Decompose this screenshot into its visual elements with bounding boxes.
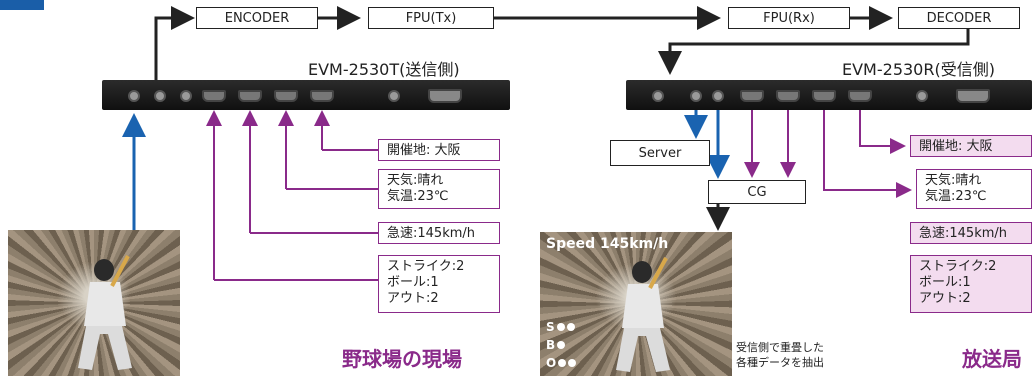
rx-count-box: ストライク:2 ボール:1 アウト:2 bbox=[910, 255, 1032, 313]
tx-serial-port-2 bbox=[238, 90, 262, 102]
rx-speed-box: 急速:145km/h bbox=[910, 222, 1032, 244]
corner-tab bbox=[0, 0, 44, 10]
line-tx-to-encoder bbox=[154, 6, 195, 80]
line-rx-to-weather bbox=[823, 110, 912, 198]
batter-overlay-icon bbox=[616, 257, 670, 372]
server-box: Server bbox=[610, 140, 710, 166]
broadcast-title: 放送局 bbox=[962, 347, 1022, 371]
tx-serial-port-1 bbox=[202, 90, 226, 102]
rx-serial-port-3 bbox=[812, 90, 836, 102]
tx-device-label: EVM-2530T(送信側) bbox=[308, 60, 460, 79]
fpu-tx-box: FPU(Tx) bbox=[368, 7, 494, 29]
rx-device bbox=[626, 80, 1032, 110]
overlay-count: S B O bbox=[546, 318, 577, 372]
tx-sdi-in-port bbox=[128, 90, 140, 102]
rx-serial-port-1 bbox=[740, 90, 764, 102]
tx-power-port bbox=[388, 90, 400, 102]
overlay-strike-label: S bbox=[546, 320, 555, 334]
tx-ac-inlet bbox=[428, 89, 462, 103]
tx-sdi-out-port-1 bbox=[154, 90, 166, 102]
rx-power-port bbox=[916, 90, 928, 102]
rx-serial-port-4 bbox=[848, 90, 872, 102]
encoder-box: ENCODER bbox=[196, 7, 318, 29]
rx-weather-box: 天気:晴れ 気温:23℃ bbox=[916, 169, 1032, 209]
rx-sdi-out-port-1 bbox=[690, 90, 702, 102]
tx-weather-box: 天気:晴れ 気温:23℃ bbox=[378, 169, 500, 209]
decoder-box: DECODER bbox=[898, 7, 1020, 29]
line-decoder-to-rx bbox=[658, 28, 970, 75]
overlay-out-label: O bbox=[546, 356, 557, 370]
fpu-rx-box: FPU(Rx) bbox=[728, 7, 850, 29]
cg-box: CG bbox=[708, 180, 806, 204]
rx-venue-box: 開催地: 大阪 bbox=[910, 135, 1032, 157]
rx-serial-port-2 bbox=[776, 90, 800, 102]
rx-device-label: EVM-2530R(受信側) bbox=[842, 60, 995, 79]
overlay-speed-text: Speed 145km/h bbox=[546, 236, 669, 252]
line-rx-to-venue bbox=[859, 110, 906, 154]
rx-ac-inlet bbox=[956, 89, 990, 103]
rx-sdi-in-port bbox=[652, 90, 664, 102]
tx-speed-box: 急速:145km/h bbox=[378, 222, 500, 244]
tx-serial-port-3 bbox=[274, 90, 298, 102]
stadium-camera-image bbox=[8, 230, 180, 376]
batter-icon bbox=[78, 255, 132, 370]
overlay-ball-label: B bbox=[546, 338, 556, 352]
extract-note: 受信側で重畳した 各種データを抽出 bbox=[736, 341, 824, 369]
tx-count-box: ストライク:2 ボール:1 アウト:2 bbox=[378, 255, 500, 313]
tx-serial-port-4 bbox=[310, 90, 334, 102]
tx-venue-box: 開催地: 大阪 bbox=[378, 139, 500, 161]
tx-sdi-out-port-2 bbox=[180, 90, 192, 102]
overlay-preview-image: Speed 145km/h S B O bbox=[540, 232, 732, 376]
rx-sdi-out-port-2 bbox=[712, 90, 724, 102]
tx-device bbox=[102, 80, 510, 110]
stadium-title: 野球場の現場 bbox=[342, 347, 462, 371]
